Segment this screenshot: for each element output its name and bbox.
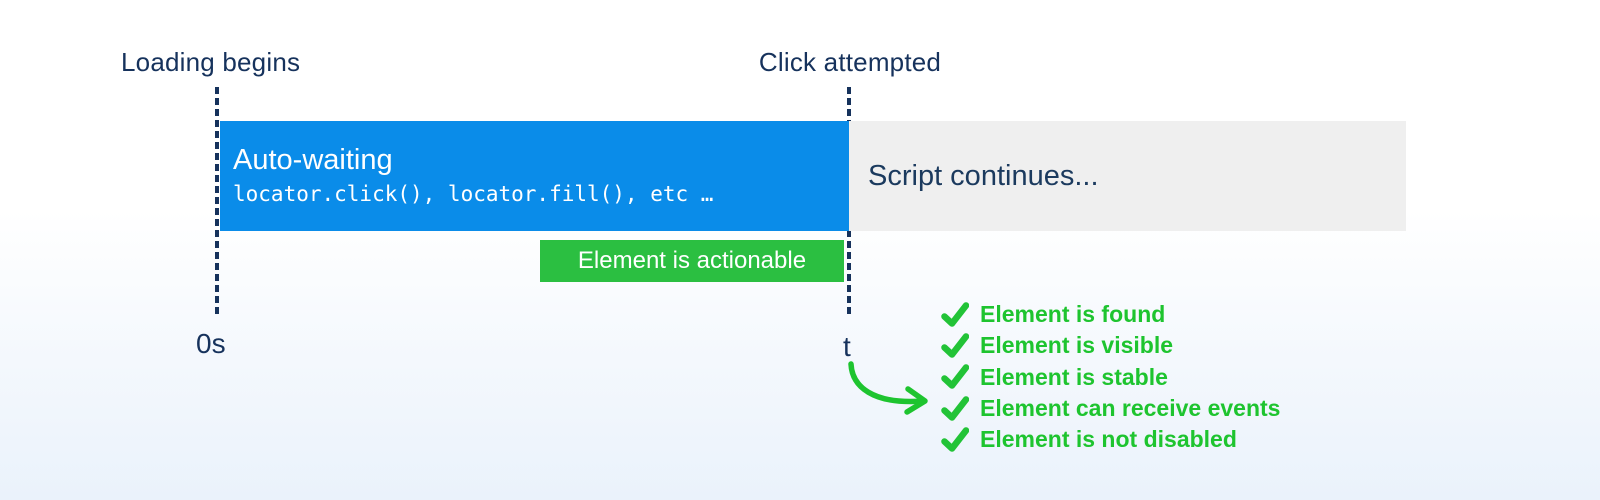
checklist-item-label: Element is stable (980, 363, 1168, 390)
actionability-checklist: Element is found Element is visible Elem… (941, 299, 1280, 455)
checklist-item: Element is found (941, 299, 1280, 330)
checklist-item-label: Element is visible (980, 332, 1174, 359)
checklist-item: Element is not disabled (941, 424, 1280, 455)
check-icon (941, 395, 969, 423)
checklist-item-label: Element can receive events (980, 395, 1281, 422)
script-continues-bar: Script continues... (849, 121, 1406, 231)
checklist-item: Element can receive events (941, 393, 1280, 424)
checklist-item-label: Element is not disabled (980, 426, 1237, 453)
script-continues-label: Script continues... (868, 159, 1099, 192)
element-actionable-badge: Element is actionable (540, 240, 844, 282)
check-icon (941, 301, 969, 329)
time-zero-label: 0s (196, 328, 226, 359)
click-attempted-label: Click attempted (758, 47, 942, 77)
loading-begins-label: Loading begins (121, 47, 301, 77)
auto-waiting-bar: Auto-waiting locator.click(), locator.fi… (220, 121, 849, 231)
checklist-item: Element is stable (941, 362, 1280, 393)
auto-waiting-title: Auto-waiting (233, 144, 393, 177)
checklist-item-label: Element is found (980, 301, 1166, 328)
auto-waiting-code: locator.click(), locator.fill(), etc … (233, 182, 714, 207)
check-icon (941, 363, 969, 391)
loading-begins-dashed-line (215, 87, 219, 318)
curved-arrow-icon (836, 360, 942, 420)
check-icon (941, 332, 969, 360)
check-icon (941, 426, 969, 454)
time-t-label: t (843, 331, 851, 362)
checklist-item: Element is visible (941, 330, 1280, 361)
